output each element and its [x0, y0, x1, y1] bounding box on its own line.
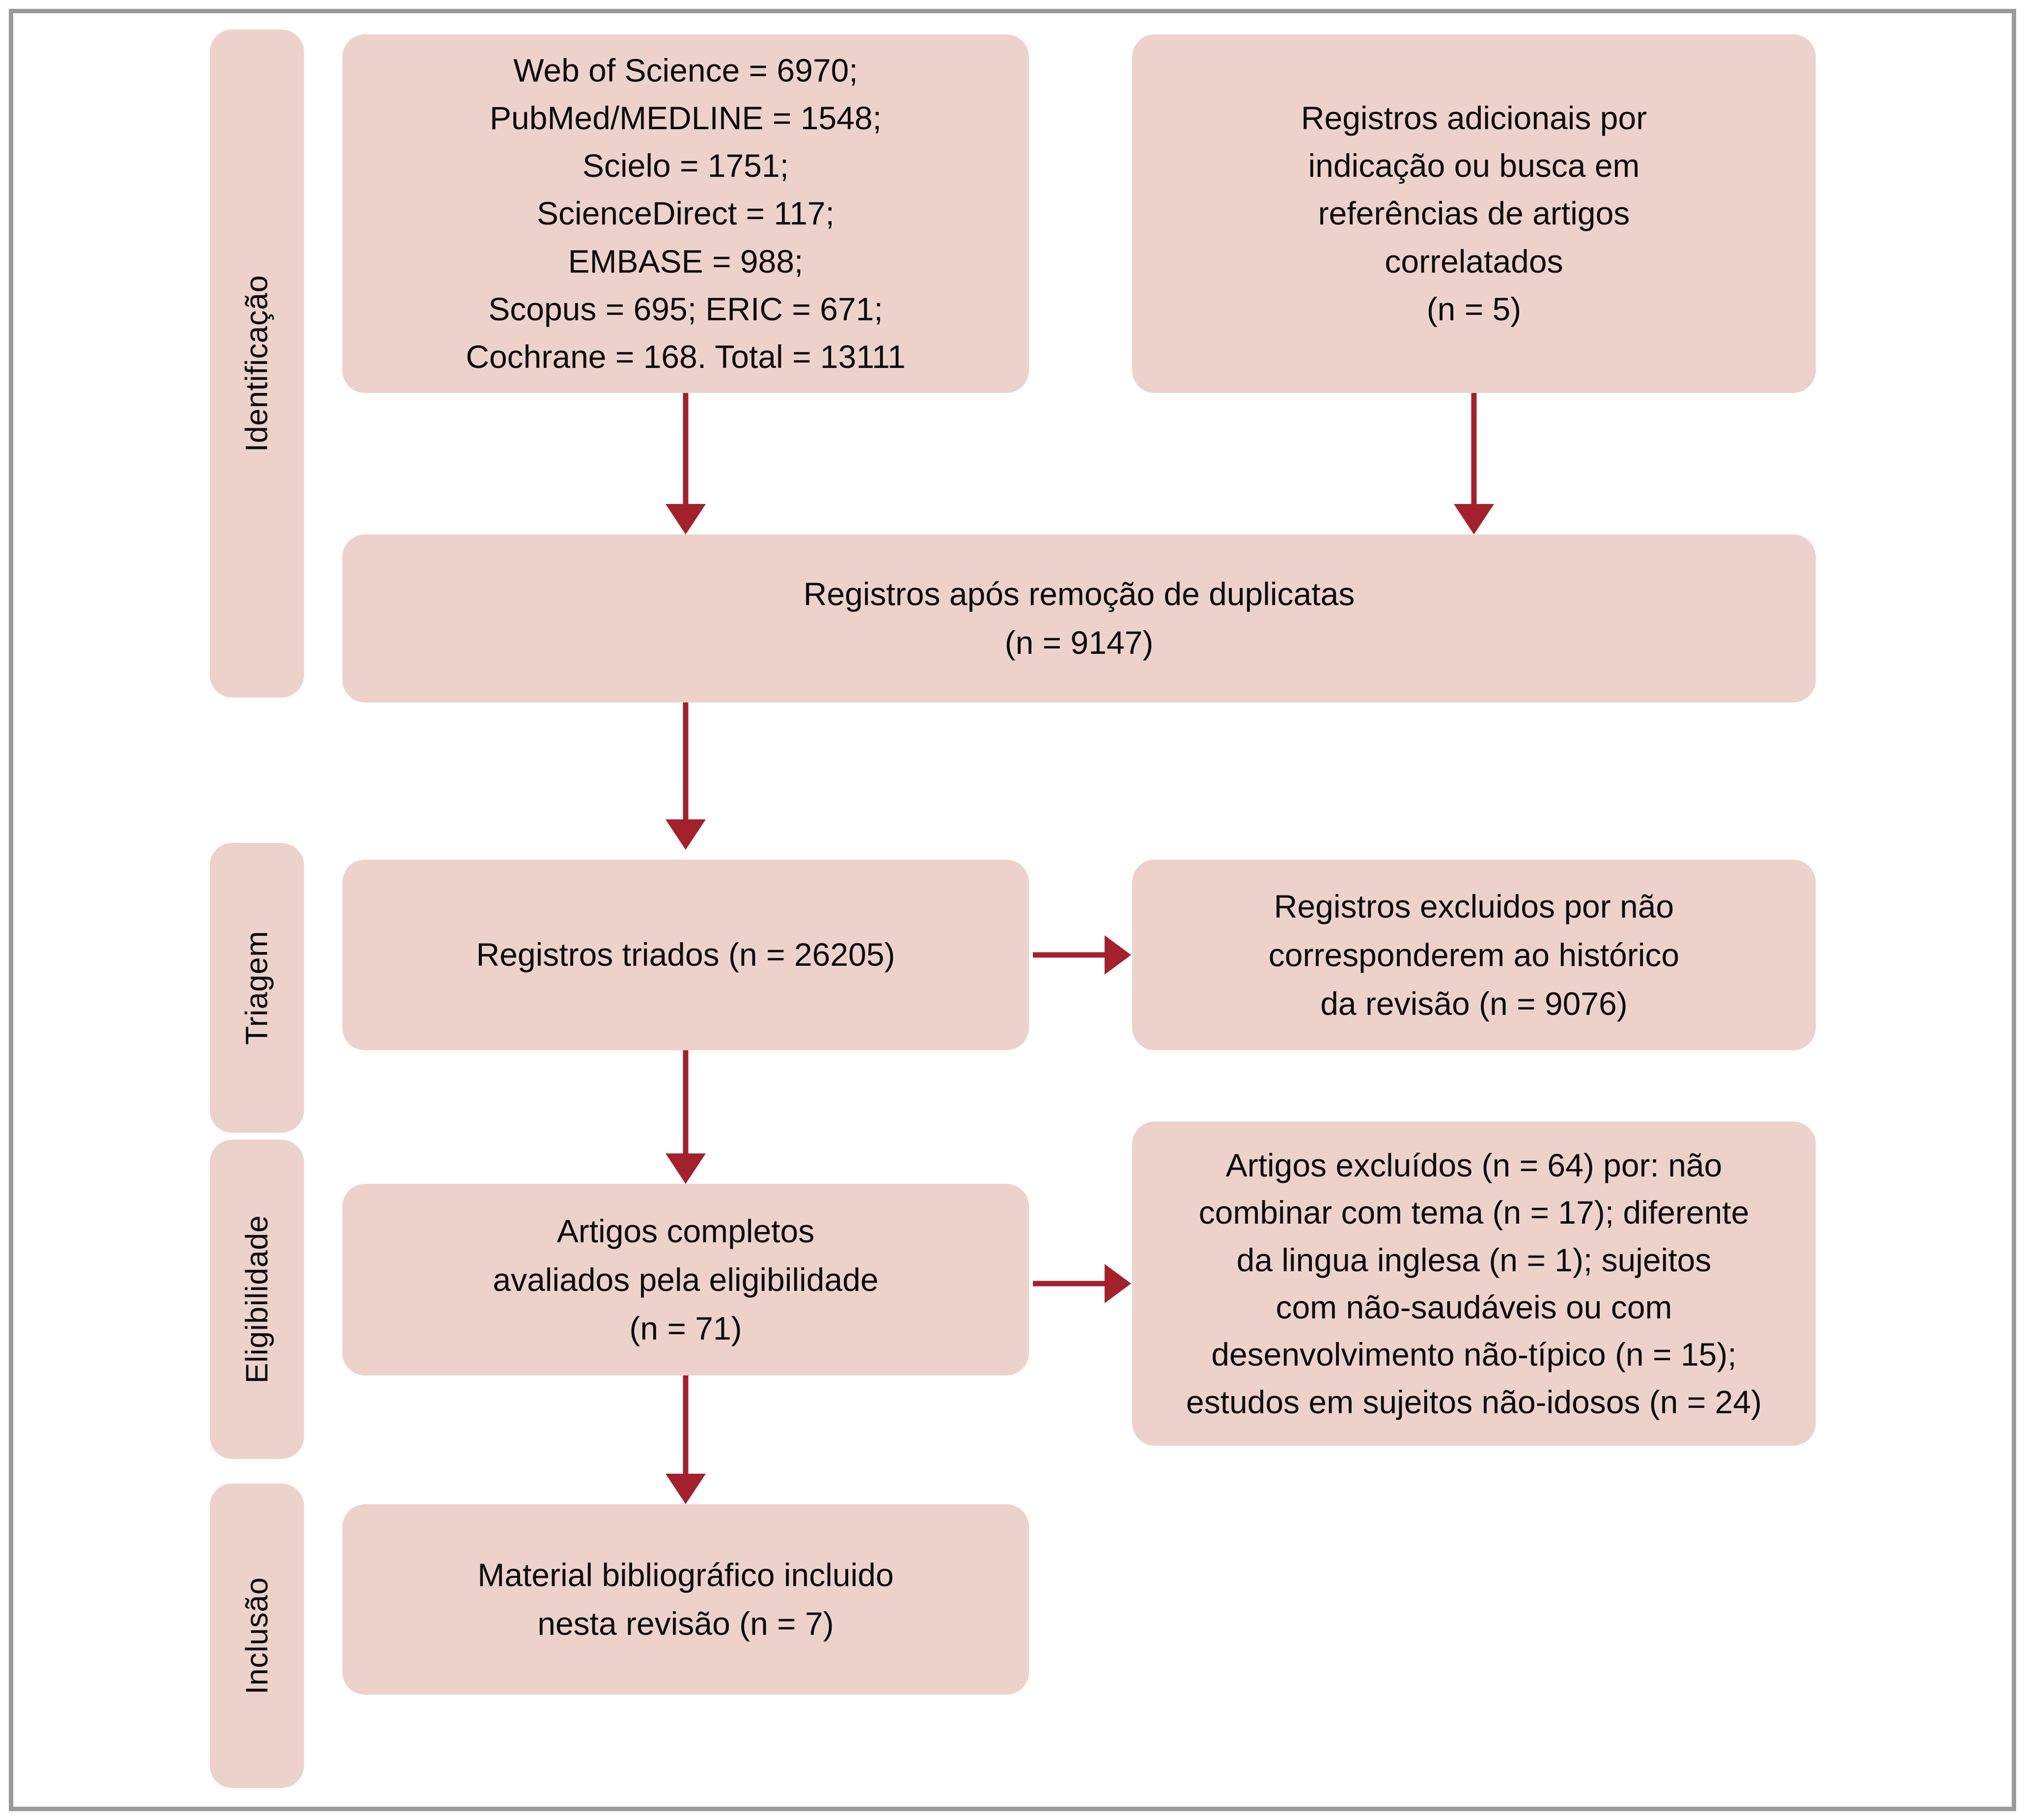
full-text-excluded-box-text: Artigos excluídos (n = 64) por: não comb…	[1186, 1147, 1762, 1420]
included-box-text: Material bibliográfico incluido nesta re…	[477, 1557, 894, 1642]
records-screened-box: Registros triados (n = 26205)	[342, 860, 1029, 1050]
stage-label-eligibilidade: Eligibilidade	[240, 1215, 275, 1384]
databases-box: Web of Science = 6970; PubMed/MEDLINE = …	[342, 34, 1029, 393]
additional-records-box: Registros adicionais por indicação ou bu…	[1132, 34, 1816, 393]
full-text-assessed-box: Artigos completos avaliados pela eligibi…	[342, 1184, 1029, 1375]
databases-box-text: Web of Science = 6970; PubMed/MEDLINE = …	[466, 52, 906, 375]
stage-label-triagem: Triagem	[240, 930, 274, 1045]
included-box: Material bibliográfico incluido nesta re…	[342, 1504, 1029, 1695]
full-text-excluded-box: Artigos excluídos (n = 64) por: não comb…	[1132, 1121, 1816, 1446]
full-text-assessed-box-text: Artigos completos avaliados pela eligibi…	[493, 1212, 879, 1346]
stage-tab-triagem: Triagem	[210, 843, 304, 1133]
stage-tab-inclusao: Inclusão	[210, 1484, 304, 1788]
stage-label-inclusao: Inclusão	[240, 1577, 274, 1695]
stage-label-identificacao: Identificação	[240, 275, 275, 452]
after-duplicates-box-text: Registros após remoção de duplicatas (n …	[803, 576, 1355, 661]
records-excluded-box-text: Registros excluidos por não corresponder…	[1268, 888, 1680, 1022]
after-duplicates-box: Registros após remoção de duplicatas (n …	[342, 534, 1816, 702]
stage-tab-identificacao: Identificação	[210, 29, 304, 698]
records-screened-box-text: Registros triados (n = 26205)	[476, 936, 895, 973]
records-excluded-box: Registros excluidos por não corresponder…	[1132, 860, 1816, 1050]
stage-tab-eligibilidade: Eligibilidade	[210, 1140, 304, 1459]
additional-records-box-text: Registros adicionais por indicação ou bu…	[1301, 100, 1647, 327]
